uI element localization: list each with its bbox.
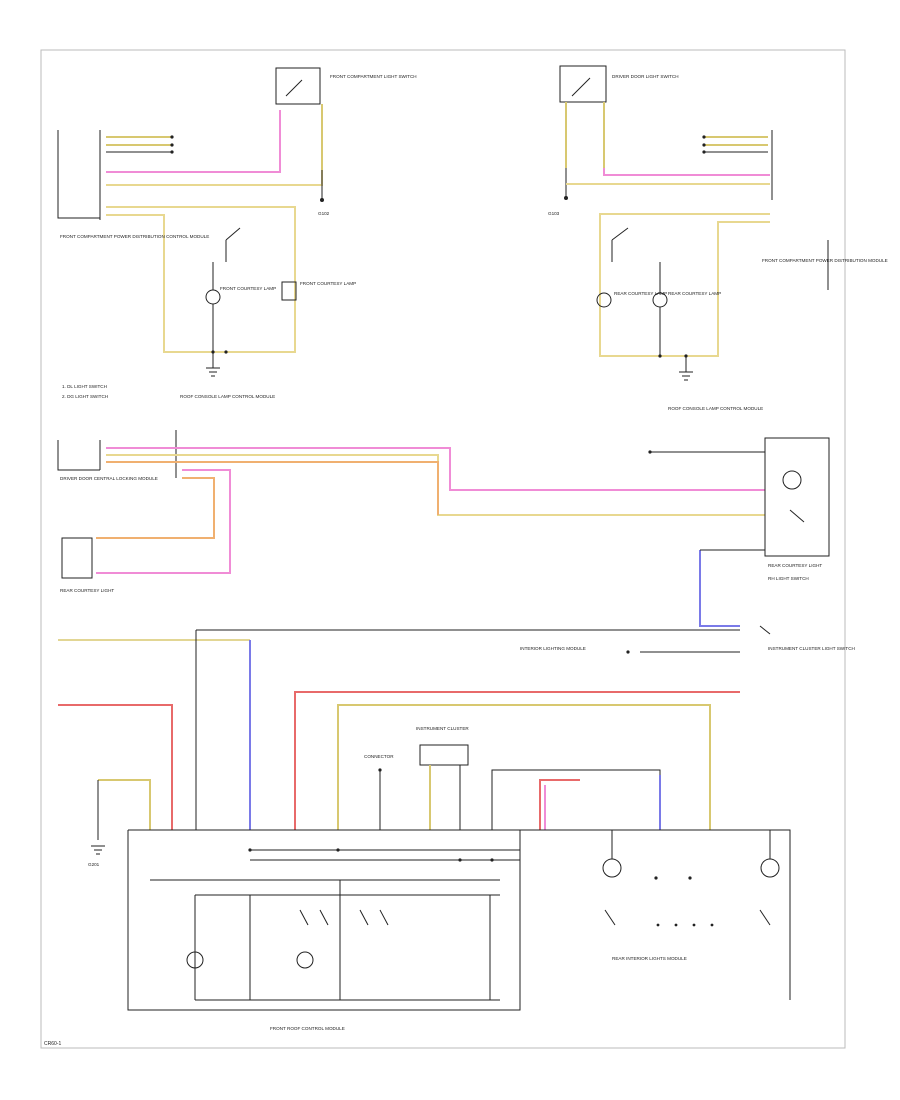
note-1: 1. DL LIGHT SWITCH [62,384,107,389]
front-right-switch-label: DRIVER DOOR LIGHT SWITCH [612,74,679,79]
right-switch-label: RH LIGHT SWITCH [768,576,809,581]
right-roof-module-label: ROOF CONSOLE LAMP CONTROL MODULE [668,406,763,411]
middle-circuit [57,430,830,627]
right-lamp-b-label: REAR COURTESY LAMP [668,291,721,296]
right-courtesy-label: REAR COURTESY LIGHT [768,563,822,568]
ground-bottom-label: G201 [88,862,100,867]
central-module-label: INTERIOR LIGHTING MODULE [520,646,586,651]
left-module-label: FRONT COMPARTMENT POWER DISTRIBUTION CON… [60,234,209,239]
bottom-right-module-label: REAR INTERIOR LIGHTS MODULE [612,956,687,961]
right-lamp-a-label: REAR COURTESY LAMP [614,291,667,296]
left-lamp-a-label: FRONT COURTESY LAMP [220,286,276,291]
bottom-module-label: FRONT ROOF CONTROL MODULE [270,1026,345,1031]
note-2: 2. DG LIGHT SWITCH [62,394,108,399]
right-module-label: FRONT COMPARTMENT POWER DISTRIBUTION MOD… [762,258,888,263]
bottom-circuit [58,691,791,1011]
glove-switch-label: INSTRUMENT CLUSTER LIGHT SWITCH [768,646,855,651]
top-right-circuit [559,65,829,381]
splice-b-label: INSTRUMENT CLUSTER [416,726,469,731]
front-left-switch-label: FRONT COMPARTMENT LIGHT SWITCH [330,74,417,79]
left-ground-label: G102 [318,211,330,216]
top-left-circuit [57,67,324,377]
left-courtesy-label: REAR COURTESY LIGHT [60,588,114,593]
page-border [40,49,846,1049]
diagram-id: CR60-1 [44,1041,61,1047]
splice-a-label: CONNECTOR [364,754,394,759]
upper-bus [58,625,771,830]
right-ground-label: G103 [548,211,560,216]
left-roof-module-label: ROOF CONSOLE LAMP CONTROL MODULE [180,394,275,399]
left-door-switch-label: DRIVER DOOR CENTRAL LOCKING MODULE [60,476,158,481]
left-lamp-b-label: FRONT COURTESY LAMP [300,281,356,286]
